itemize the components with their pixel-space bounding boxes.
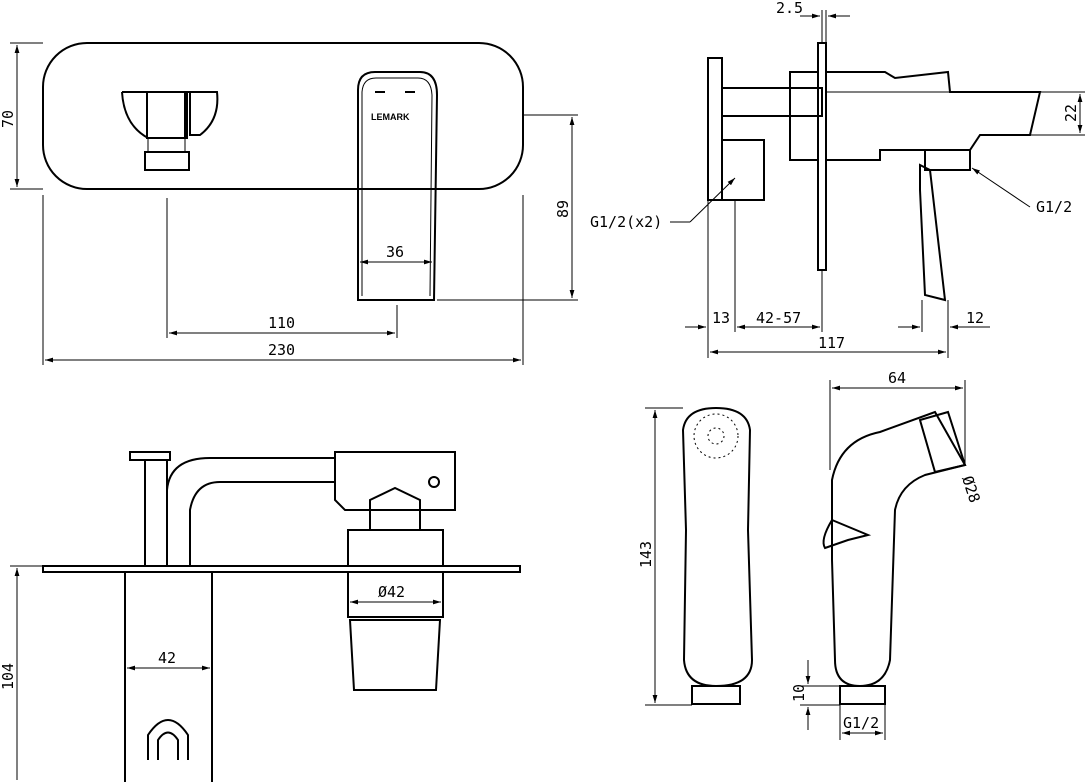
label-shower-thread: G1/2	[843, 714, 879, 732]
label-inlet-thread: G1/2(x2)	[590, 213, 662, 231]
dim-42-box: 42	[158, 649, 176, 667]
valve-body	[334, 451, 456, 511]
top-view: 104 42 Ø42	[0, 451, 521, 782]
dim-42-57: 42-57	[756, 309, 801, 327]
wall-plate-side	[817, 42, 827, 271]
dim-22: 22	[1062, 104, 1080, 122]
dim-89: 89	[554, 200, 572, 218]
label-outlet-thread: G1/2	[1036, 198, 1072, 216]
dim-diameter-28: Ø28	[958, 474, 983, 505]
dim-230: 230	[268, 341, 295, 359]
mixer-handle	[121, 91, 219, 171]
dim-64: 64	[888, 369, 906, 387]
dim-2-5: 2.5	[776, 0, 803, 17]
dim-117: 117	[818, 334, 845, 352]
dim-110: 110	[268, 314, 295, 332]
shower-head-views: 143 64 Ø28 10 G1/2	[637, 369, 984, 740]
mounting-bracket	[707, 57, 723, 201]
spout: LEMARK	[357, 71, 439, 301]
handle-top	[348, 619, 442, 691]
dim-36: 36	[386, 243, 404, 261]
spout-side	[825, 70, 1042, 161]
in-wall-box	[124, 572, 213, 782]
dim-70: 70	[0, 110, 17, 128]
cartridge	[347, 571, 444, 618]
plate-top	[42, 565, 521, 573]
lever-side	[919, 163, 947, 302]
brand-logo: LEMARK	[371, 112, 410, 122]
front-view: LEMARK 70 89 36 110 230	[0, 42, 578, 365]
dim-10: 10	[790, 684, 808, 702]
shower-head-side	[831, 410, 967, 688]
dim-13: 13	[712, 309, 730, 327]
shower-head-front	[681, 406, 754, 688]
wall-plate	[42, 42, 524, 190]
dim-12: 12	[966, 309, 984, 327]
side-view: 2.5 22 G1/2(x2) G1/2 13 42-57 12 117	[590, 0, 1085, 358]
dim-143: 143	[637, 541, 655, 568]
dim-diameter-42: Ø42	[378, 583, 405, 601]
dim-104: 104	[0, 663, 17, 690]
